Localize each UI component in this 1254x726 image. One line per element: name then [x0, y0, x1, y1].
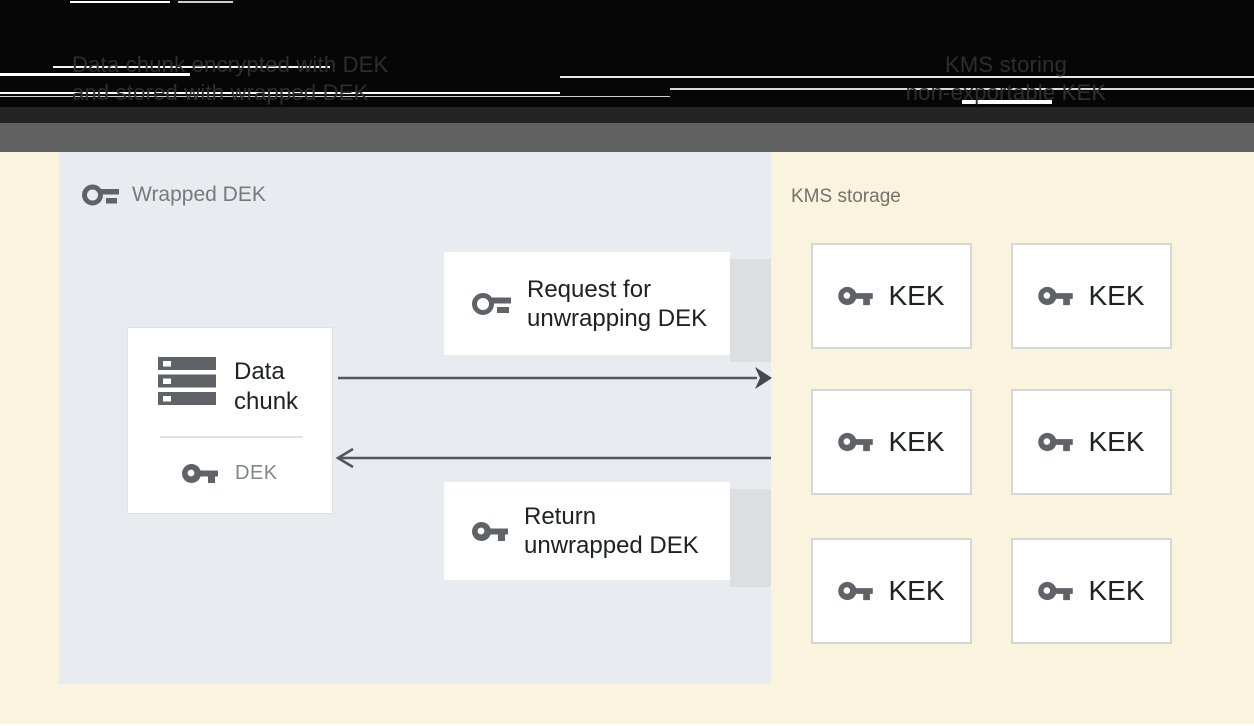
return-text: Return unwrapped DEK	[524, 502, 699, 560]
storage-stack-icon	[158, 357, 216, 405]
request-inner: Request for unwrapping DEK	[472, 252, 707, 355]
return-shadow-strip	[730, 489, 771, 587]
kms-storage-label: KMS storage	[791, 186, 901, 208]
key-outline-icon	[82, 184, 119, 206]
caption-line: non-exportable KEK	[905, 80, 1107, 105]
divider	[160, 436, 303, 438]
kek-box: KEK	[1011, 389, 1172, 495]
request-line: Request for	[527, 275, 652, 303]
kek-label: KEK	[888, 280, 945, 311]
request-shadow-strip	[730, 259, 771, 362]
kek-box: KEK	[811, 243, 972, 349]
dek-row: DEK	[182, 461, 278, 486]
return-line: Return	[524, 503, 597, 530]
key-icon	[472, 521, 508, 541]
bottom-edge-strip	[0, 724, 1254, 726]
return-inner: Return unwrapped DEK	[472, 482, 699, 580]
glitch-artifact	[70, 1, 170, 3]
key-icon	[1038, 432, 1074, 452]
glitch-artifact	[0, 92, 560, 94]
key-icon	[838, 286, 874, 306]
kek-label: KEK	[1088, 575, 1145, 606]
kek-box: KEK	[1011, 538, 1172, 644]
header-dark-band	[0, 107, 1254, 123]
key-outline-icon	[472, 293, 511, 315]
kms-storage-label-text: KMS storage	[791, 186, 901, 207]
data-chunk-line: chunk	[234, 388, 299, 415]
kek-label: KEK	[888, 575, 945, 606]
caption-kms: KMS storing non-exportable KEK	[860, 51, 1152, 107]
caption-data-chunk: Data chunk encrypted with DEK and stored…	[72, 51, 388, 107]
return-unwrap-card: Return unwrapped DEK	[444, 482, 730, 580]
glitch-artifact	[0, 96, 670, 97]
caption-line: Data chunk encrypted with DEK	[72, 52, 389, 77]
return-line: unwrapped DEK	[524, 532, 699, 559]
data-chunk-row: Data chunk	[158, 357, 298, 417]
wrapped-dek-label: Wrapped DEK	[82, 179, 266, 210]
data-chunk-card: Data chunk DEK	[127, 327, 333, 514]
request-line: unwrapping DEK	[527, 304, 708, 332]
caption-line: and stored with wrapped DEK	[72, 80, 369, 105]
request-unwrap-card: Request for unwrapping DEK	[444, 252, 730, 355]
request-text: Request for unwrapping DEK	[527, 275, 707, 333]
kek-box: KEK	[1011, 243, 1172, 349]
data-chunk-line: Data	[234, 358, 285, 385]
key-icon	[1038, 286, 1074, 306]
glitch-artifact	[0, 73, 190, 76]
kek-label: KEK	[1088, 280, 1145, 311]
glitch-artifact	[560, 76, 1254, 78]
key-icon	[1038, 581, 1074, 601]
glitch-artifact	[178, 1, 233, 3]
kek-box: KEK	[811, 538, 972, 644]
glitch-artifact	[670, 88, 1254, 90]
glitch-artifact	[53, 66, 330, 68]
kek-box: KEK	[811, 389, 972, 495]
dek-label: DEK	[235, 462, 278, 484]
key-icon	[182, 464, 218, 483]
caption-line: KMS storing	[944, 52, 1068, 77]
key-icon	[838, 432, 874, 452]
wrapped-dek-label-text: Wrapped DEK	[132, 182, 266, 206]
data-chunk-text: Data chunk	[234, 357, 298, 417]
kek-label: KEK	[888, 426, 945, 457]
header-gray-band	[0, 123, 1254, 152]
kek-label: KEK	[1088, 426, 1145, 457]
glitch-artifact	[962, 100, 1052, 104]
key-icon	[838, 581, 874, 601]
